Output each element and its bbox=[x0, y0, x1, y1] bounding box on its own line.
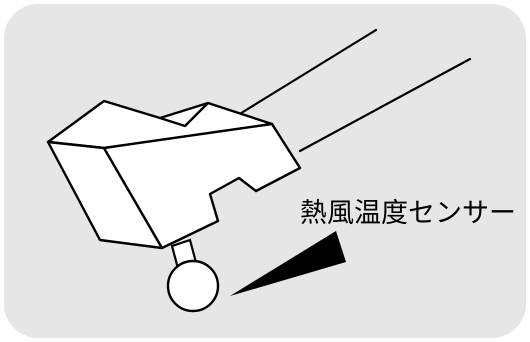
sensor-callout-label: 熱風温度センサー bbox=[300, 198, 516, 229]
probe-rods bbox=[236, 28, 472, 153]
sensor-housing bbox=[46, 99, 302, 250]
housing-front-face bbox=[102, 122, 302, 250]
probe-rod-upper bbox=[236, 28, 378, 117]
sensor-bulb bbox=[166, 259, 220, 313]
housing-step-edge bbox=[159, 102, 209, 128]
callout-pointer bbox=[230, 231, 346, 296]
probe-rod-lower bbox=[298, 57, 472, 153]
